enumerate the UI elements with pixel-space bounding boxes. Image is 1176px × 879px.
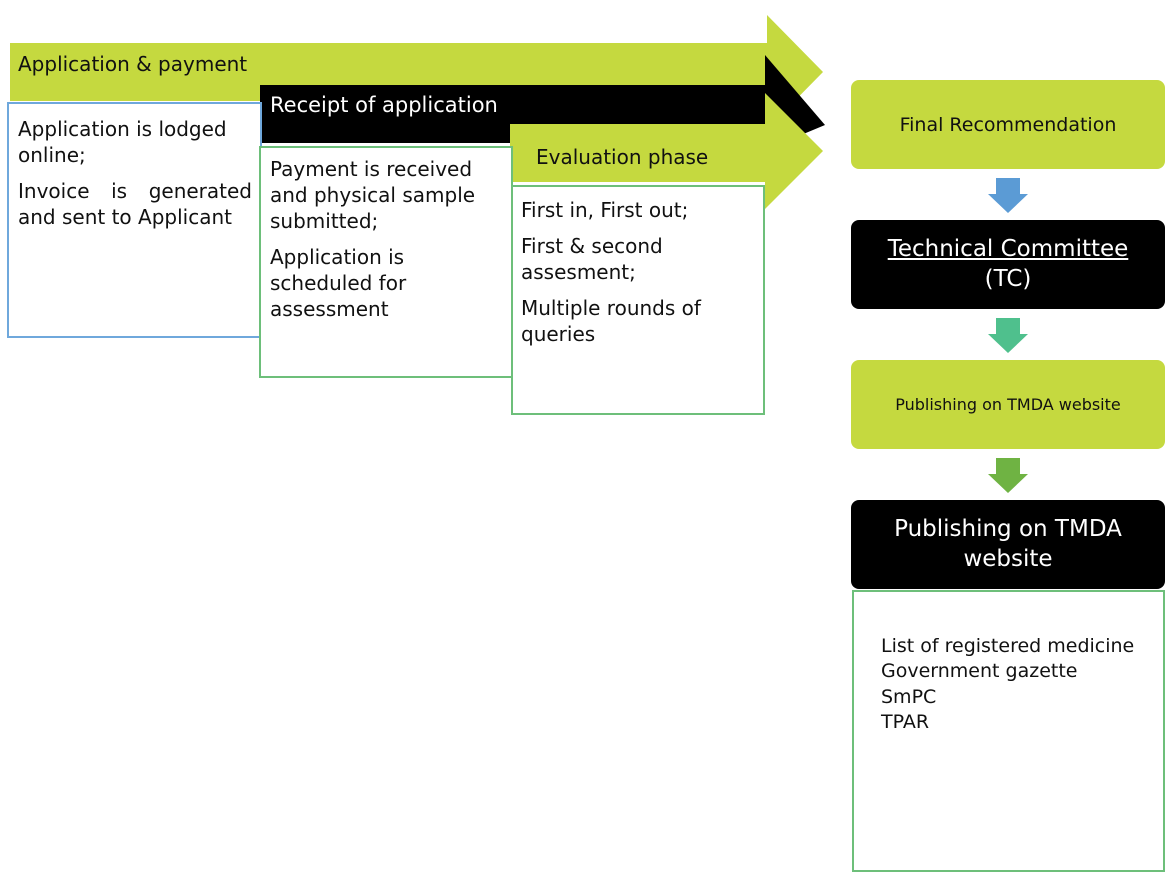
detail-text: Application is scheduled for assessment xyxy=(270,245,407,321)
receipt-of-application-details: Payment is received and physical sample … xyxy=(259,146,513,378)
application-payment-details: Application is lodged online; Invoice is… xyxy=(7,102,262,338)
technical-committee-abbr: (TC) xyxy=(984,265,1032,292)
publishing-items-box: List of registered medicine Government g… xyxy=(852,590,1165,872)
technical-committee-box: Technical Committee (TC) xyxy=(851,220,1165,309)
down-arrow-icon xyxy=(988,178,1028,213)
down-arrow-icon xyxy=(988,318,1028,353)
technical-committee-title: Technical Committee xyxy=(887,235,1129,262)
detail-text: Invoice is generated and sent to Applica… xyxy=(18,179,252,229)
detail-text: First in, First out; xyxy=(521,198,689,222)
application-payment-label: Application & payment xyxy=(18,52,248,76)
final-recommendation-box: Final Recommendation xyxy=(851,80,1165,169)
receipt-of-application-label: Receipt of application xyxy=(270,93,498,117)
list-item: List of registered medicine xyxy=(881,635,1135,657)
list-item: TPAR xyxy=(881,711,930,734)
publishing-header-box: Publishing on TMDA website xyxy=(851,500,1165,589)
detail-text: First & second assesment; xyxy=(521,234,663,284)
evaluation-phase-arrow xyxy=(510,93,823,209)
down-arrow-icon xyxy=(988,458,1028,493)
detail-text: Application is lodged online; xyxy=(18,117,227,167)
final-recommendation-label: Final Recommendation xyxy=(899,113,1117,136)
detail-text: Multiple rounds of queries xyxy=(521,296,701,346)
publishing-website-box: Publishing on TMDA website xyxy=(851,360,1165,449)
evaluation-phase-label: Evaluation phase xyxy=(536,145,709,169)
evaluation-phase-details: First in, First out; First & second asse… xyxy=(511,185,765,415)
list-item: Government gazette xyxy=(881,660,1078,683)
detail-text: Payment is received and physical sample … xyxy=(270,157,476,233)
list-item: SmPC xyxy=(881,685,937,708)
publishing-website-label: Publishing on TMDA website xyxy=(895,395,1121,414)
publishing-header-label: Publishing on TMDA website xyxy=(894,515,1122,572)
